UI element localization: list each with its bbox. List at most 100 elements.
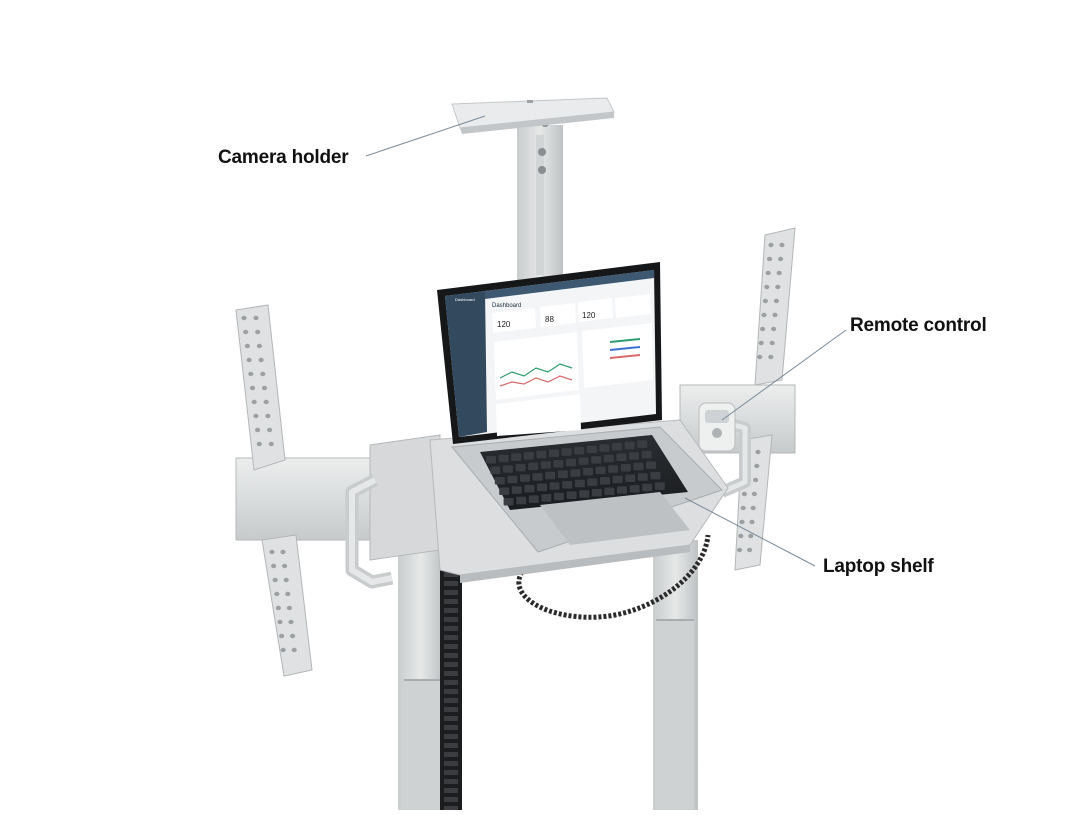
keyboard-key xyxy=(583,467,593,476)
mount-hole xyxy=(255,427,261,433)
chain-link xyxy=(444,797,458,802)
laptop-screen: Dashboard Dashboard 120 88 120 xyxy=(437,262,662,444)
mount-hole xyxy=(753,477,759,483)
mount-hole xyxy=(249,385,256,391)
mount-hole xyxy=(773,298,780,304)
mount-hole xyxy=(243,329,249,335)
mount-hole xyxy=(283,577,289,583)
mount-hole xyxy=(747,547,753,553)
chain-link xyxy=(444,608,458,613)
mount-hole xyxy=(772,312,778,318)
keyboard-key xyxy=(624,441,635,450)
mount-hole xyxy=(758,340,764,346)
keyboard-key xyxy=(617,486,627,494)
camera-holder-leader xyxy=(365,115,486,157)
keyboard-key xyxy=(554,492,564,501)
mount-hole xyxy=(255,329,261,335)
keyboard-key xyxy=(499,487,510,495)
keyboard-key xyxy=(612,443,622,451)
keyboard-key xyxy=(604,487,615,496)
mount-hole xyxy=(768,242,774,248)
keyboard-key xyxy=(523,452,534,460)
keyboard-key xyxy=(620,464,631,472)
keyboard-key xyxy=(532,473,543,481)
mount-hole xyxy=(261,385,268,391)
mount-hole xyxy=(761,312,767,318)
screen-stat-3: 120 xyxy=(582,311,596,320)
keyboard-key xyxy=(566,491,577,499)
mount-hole xyxy=(768,354,774,360)
keyboard-key xyxy=(600,477,610,485)
mount-hole xyxy=(280,647,286,653)
mount-hole xyxy=(246,357,252,363)
remote-control-label: Remote control xyxy=(850,315,987,336)
screen-sidebar-title: Dashboard xyxy=(455,297,475,302)
keyboard-key xyxy=(515,463,526,472)
keyboard-key xyxy=(549,482,560,490)
mount-hole xyxy=(251,399,257,405)
chain-link xyxy=(444,743,458,748)
chain-link xyxy=(444,761,458,766)
chain-link xyxy=(444,680,458,685)
chain-link xyxy=(444,653,458,658)
laptop-shelf-label: Laptop shelf xyxy=(823,556,934,577)
chain-link xyxy=(444,590,458,595)
keyboard-key xyxy=(557,470,568,478)
chain-link xyxy=(444,716,458,721)
chain-link xyxy=(444,671,458,676)
keyboard-key xyxy=(629,485,640,493)
mount-hole xyxy=(256,441,262,447)
remote-control-leader xyxy=(721,329,847,421)
keyboard-key xyxy=(574,479,585,488)
mount-hole xyxy=(267,427,273,433)
keyboard-key xyxy=(608,465,619,473)
keyboard-key xyxy=(540,461,551,469)
chain-link xyxy=(444,644,458,649)
mount-hole xyxy=(779,242,785,248)
mount-hole xyxy=(260,371,266,377)
keyboard-key xyxy=(498,454,509,463)
cable-chain xyxy=(440,540,462,811)
left-vesa-arm xyxy=(235,304,313,677)
mount-hole xyxy=(737,547,743,553)
chain-link xyxy=(444,635,458,640)
mount-hole xyxy=(757,354,763,360)
coiled-cable xyxy=(516,534,711,620)
chain-link xyxy=(444,770,458,775)
mount-hole xyxy=(776,270,782,276)
keyboard-key xyxy=(629,452,639,460)
right-pole xyxy=(653,540,698,810)
chain-link xyxy=(444,698,458,703)
mount-hole xyxy=(268,441,274,447)
screen-stat-2: 88 xyxy=(545,315,554,324)
keyboard-key xyxy=(612,475,623,484)
keyboard-key xyxy=(524,484,535,493)
laptop-shelf-leader xyxy=(684,497,816,567)
keyboard-key xyxy=(650,471,661,480)
camera-plate xyxy=(451,97,615,134)
mount-hole xyxy=(280,549,286,555)
keyboard-key xyxy=(587,478,598,486)
chain-link xyxy=(444,806,458,811)
chain-link xyxy=(444,788,458,793)
mount-hole xyxy=(271,563,277,569)
mount-hole xyxy=(277,619,283,625)
mount-hole xyxy=(740,505,746,511)
mount-hole xyxy=(778,256,784,262)
mount-hole xyxy=(755,449,761,455)
mount-hole xyxy=(290,633,296,639)
mount-hole xyxy=(263,399,269,405)
keyboard-key xyxy=(646,461,656,469)
keyboard-key xyxy=(507,475,518,484)
keyboard-key xyxy=(654,482,665,490)
laptop-base xyxy=(451,426,723,553)
mount-hole xyxy=(279,633,285,639)
mount-hole xyxy=(269,549,275,555)
keyboard-key xyxy=(591,456,602,464)
mount-hole xyxy=(754,463,760,469)
mount-hole xyxy=(274,591,280,597)
left-pole xyxy=(398,540,443,810)
keyboard-key xyxy=(516,496,527,505)
keyboard-key xyxy=(520,474,530,482)
chain-link xyxy=(444,689,458,694)
